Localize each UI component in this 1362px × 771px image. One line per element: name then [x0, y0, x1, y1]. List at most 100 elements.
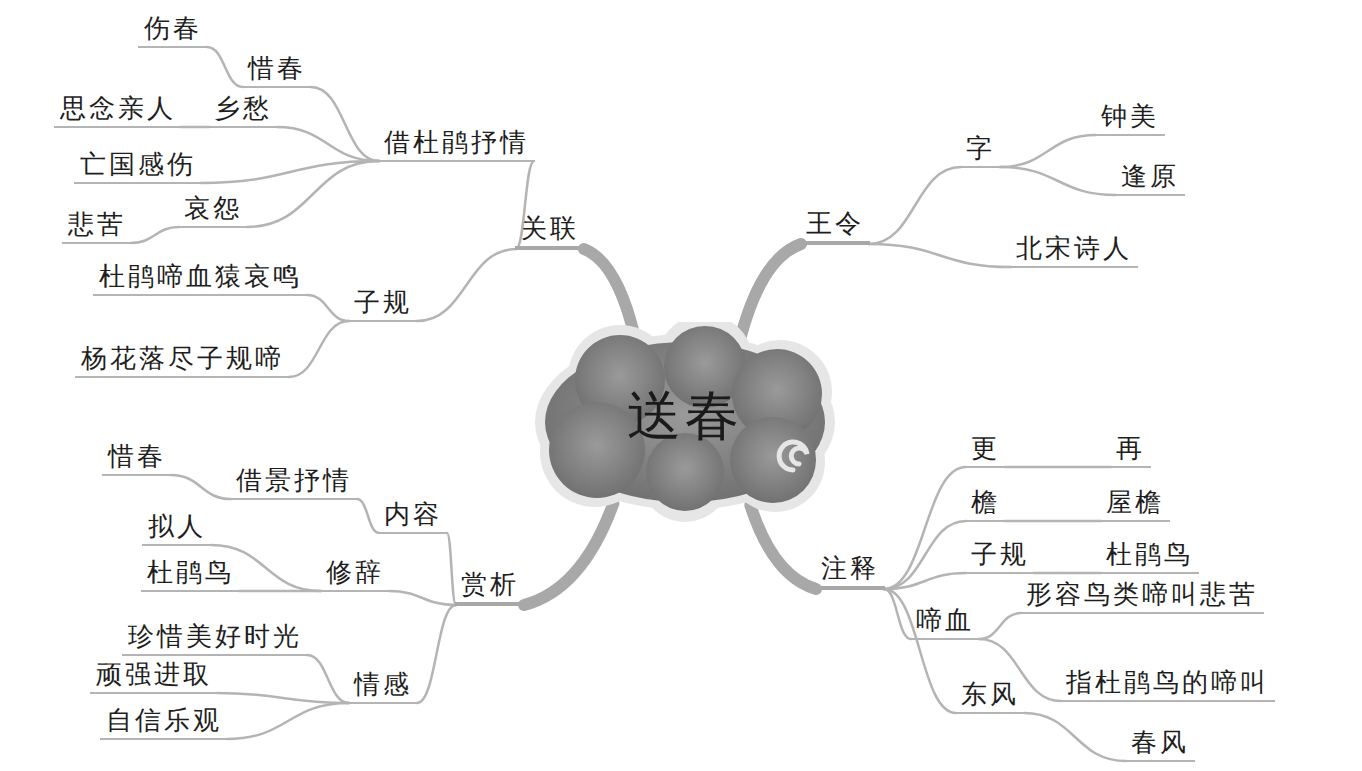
topic-text: 亡国感伤 [80, 149, 196, 179]
topic-text: 字 [966, 133, 995, 163]
topic-text: 顽强进取 [96, 659, 212, 689]
sub-topic: 珍惜美好时光 [122, 620, 308, 656]
topic-text: 啼血 [916, 605, 974, 635]
sub-topic: 伤春 [138, 12, 208, 48]
sub-topic: 杜鹃鸟 [141, 556, 240, 592]
sub-topic: 杨花落尽子规啼 [75, 342, 290, 378]
main-branch [524, 503, 613, 605]
sub-branch [884, 521, 966, 589]
topic-text: 屋檐 [1106, 487, 1164, 517]
sub-topic: 子规 [348, 286, 418, 322]
topic-text: 注释 [821, 553, 879, 583]
main-topic: 注释 [815, 552, 885, 590]
sub-branch [979, 613, 1021, 639]
center-title: 送春 [525, 384, 845, 448]
sub-topic: 杜鹃啼血猿哀鸣 [93, 260, 308, 296]
sub-topic: 惜春 [102, 440, 172, 476]
sub-branch [307, 655, 349, 703]
main-branch [750, 505, 816, 589]
sub-topic: 檐 [965, 486, 1006, 522]
sub-topic: 钟美 [1095, 100, 1165, 136]
sub-topic: 子规 [965, 538, 1035, 574]
sub-branch [1034, 572, 1101, 575]
sub-topic: 借杜鹃抒情 [378, 126, 535, 162]
topic-text: 借景抒情 [236, 465, 352, 495]
sub-topic: 啼血 [910, 604, 980, 640]
topic-text: 檐 [971, 487, 1000, 517]
sub-branch [277, 127, 379, 161]
sub-branch [1005, 520, 1101, 523]
topic-text: 哀怨 [184, 193, 242, 223]
topic-text: 伤春 [144, 13, 202, 43]
sub-topic: 屋檐 [1100, 486, 1170, 522]
topic-text: 更 [971, 433, 1000, 463]
topic-text: 借杜鹃抒情 [384, 127, 529, 157]
topic-text: 子规 [354, 287, 412, 317]
topic-text: 惜春 [108, 441, 166, 471]
sub-branch [869, 167, 961, 244]
sub-branch [869, 244, 1011, 267]
sub-branch [389, 591, 456, 605]
main-branch [741, 244, 801, 336]
sub-branch [289, 321, 349, 377]
topic-text: 东风 [961, 679, 1019, 709]
sub-topic: 杜鹃鸟 [1100, 538, 1199, 574]
sub-topic: 惜春 [242, 52, 312, 88]
sub-branch [307, 295, 349, 321]
sub-branch [1000, 135, 1096, 167]
main-topic: 赏析 [455, 568, 525, 606]
sub-topic: 悲苦 [62, 208, 132, 244]
sub-branch [227, 703, 349, 739]
topic-text: 情感 [354, 669, 412, 699]
sub-topic: 形容鸟类啼叫悲苦 [1020, 578, 1264, 614]
sub-topic: 乡愁 [208, 92, 278, 128]
sub-branch [417, 249, 516, 321]
topic-text: 自信乐观 [106, 705, 222, 735]
sub-topic: 思念亲人 [54, 92, 182, 128]
sub-topic: 再 [1110, 432, 1151, 468]
topic-text: 思念亲人 [60, 93, 176, 123]
topic-text: 逢原 [1121, 161, 1179, 191]
sub-topic: 指杜鹃鸟的啼叫 [1060, 666, 1275, 702]
sub-branch [181, 126, 209, 129]
topic-text: 悲苦 [68, 209, 126, 239]
topic-text: 修辞 [326, 557, 384, 587]
sub-topic: 自信乐观 [100, 704, 228, 740]
sub-branch [884, 573, 966, 589]
topic-text: 再 [1116, 433, 1145, 463]
sub-topic: 逢原 [1115, 160, 1185, 196]
topic-text: 乡愁 [214, 93, 272, 123]
topic-text: 指杜鹃鸟的啼叫 [1066, 667, 1269, 697]
topic-text: 珍惜美好时光 [128, 621, 302, 651]
sub-topic: 哀怨 [178, 192, 248, 228]
sub-branch [1000, 167, 1116, 195]
sub-topic: 内容 [378, 498, 448, 534]
topic-text: 杜鹃啼血猿哀鸣 [99, 261, 302, 291]
topic-text: 钟美 [1101, 101, 1159, 131]
sub-topic: 春风 [1125, 726, 1195, 762]
sub-branch [884, 467, 966, 589]
sub-branch [247, 161, 379, 227]
topic-text: 内容 [384, 499, 442, 529]
topic-text: 关联 [521, 213, 579, 243]
sub-topic: 顽强进取 [90, 658, 218, 694]
topic-text: 形容鸟类啼叫悲苦 [1026, 579, 1258, 609]
sub-topic: 情感 [348, 668, 418, 704]
topic-text: 杜鹃鸟 [147, 557, 234, 587]
sub-topic: 亡国感伤 [74, 148, 202, 184]
sub-topic: 拟人 [142, 510, 212, 546]
sub-branch [239, 590, 321, 593]
sub-branch [207, 47, 243, 87]
sub-branch [171, 475, 231, 499]
topic-text: 王令 [806, 208, 864, 238]
topic-text: 春风 [1131, 727, 1189, 757]
main-topic: 关联 [515, 212, 585, 250]
sub-topic: 借景抒情 [230, 464, 358, 500]
sub-branch [1024, 713, 1126, 761]
sub-topic: 北宋诗人 [1010, 232, 1138, 268]
sub-branch [131, 227, 179, 243]
main-topic: 王令 [800, 207, 870, 245]
sub-topic: 字 [960, 132, 1001, 168]
topic-text: 赏析 [461, 569, 519, 599]
